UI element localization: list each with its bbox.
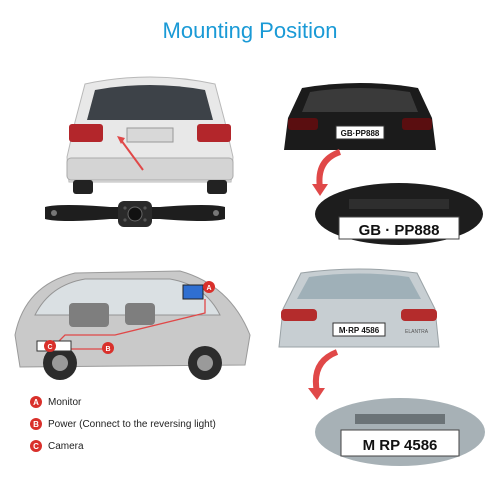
legend-badge-c: C	[30, 440, 42, 452]
black-car-panel: GB·PP888	[280, 78, 440, 168]
curved-arrow-bottom	[308, 349, 339, 400]
van-illustration: A B C	[14, 270, 251, 380]
van-label-a: A	[206, 285, 211, 292]
silver-car-panel: ELANTRA M·RP 4586	[275, 265, 443, 365]
legend-text-camera: Camera	[48, 440, 84, 452]
suv-rear-panel	[45, 62, 245, 232]
black-car-illustration: GB·PP888	[284, 83, 436, 150]
page-title: Mounting Position	[162, 18, 338, 43]
legend: A Monitor B Power (Connect to the revers…	[30, 392, 216, 458]
silver-car-illustration: ELANTRA M·RP 4586	[278, 268, 440, 348]
legend-badge-a: A	[30, 396, 42, 408]
car-model-badge: ELANTRA	[405, 329, 429, 335]
plate-zoom-top: GB · PP888	[315, 183, 483, 245]
suv-rear-illustration	[66, 76, 234, 194]
van-label-c: C	[47, 344, 52, 351]
legend-text-monitor: Monitor	[48, 396, 82, 408]
license-plate-small: GB·PP888	[341, 129, 380, 138]
license-plate-camera	[45, 201, 225, 227]
legend-badge-b: B	[30, 418, 42, 430]
license-plate-zoom-top: GB · PP888	[359, 222, 440, 239]
legend-text-power: Power (Connect to the reversing light)	[48, 418, 216, 430]
license-plate-small-bottom: M·RP 4586	[339, 326, 380, 335]
plate-zoom-bottom: M RP 4586	[315, 398, 485, 466]
legend-item-monitor: A Monitor	[30, 392, 216, 412]
legend-item-camera: C Camera	[30, 436, 216, 456]
license-plate-zoom-bottom: M RP 4586	[363, 437, 438, 454]
legend-item-power: B Power (Connect to the reversing light)	[30, 414, 216, 434]
curved-arrow-top	[312, 149, 342, 196]
van-label-b: B	[105, 346, 110, 353]
van-cutaway-panel: A B C	[5, 255, 255, 390]
